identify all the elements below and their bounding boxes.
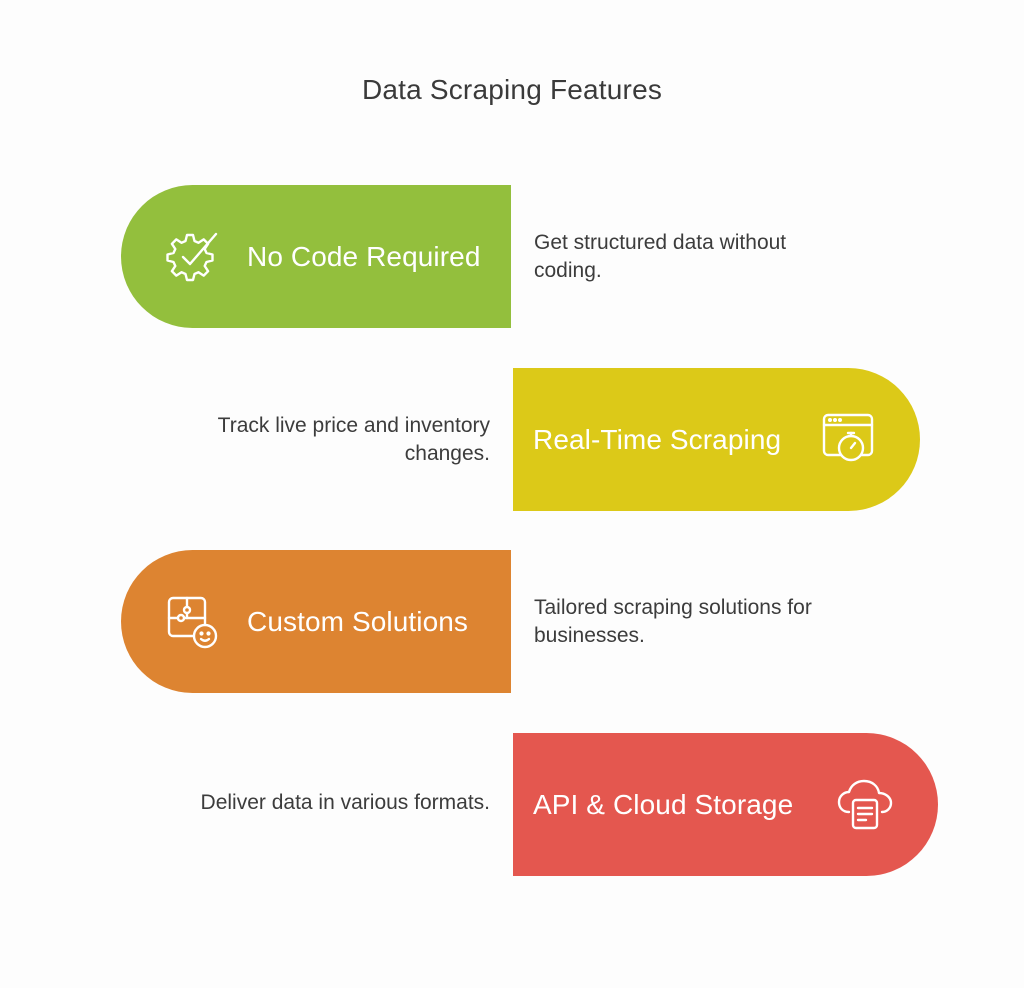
feature-row-api-cloud: Deliver data in various formats. API & C… [0,733,1024,876]
feature-row-custom: Custom Solutions Tailored scraping solut… [0,550,1024,693]
feature-row-real-time: Track live price and inventory changes. … [0,368,1024,511]
feature-pill-real-time: Real-Time Scraping [513,368,920,511]
feature-row-no-code: No Code Required Get structured data wit… [0,185,1024,328]
feature-label: Real-Time Scraping [533,423,782,455]
feature-description: Tailored scraping solutions for business… [534,596,812,647]
feature-label: API & Cloud Storage [533,788,794,820]
cloud-document-icon [835,774,895,834]
gear-check-icon [163,227,223,287]
feature-description: Deliver data in various formats. [200,791,490,814]
feature-description: Get structured data without coding. [534,231,787,282]
browser-stopwatch-icon [818,409,878,469]
puzzle-face-icon [163,592,223,652]
feature-description: Track live price and inventory changes. [217,414,490,465]
feature-pill-custom: Custom Solutions [121,550,511,693]
feature-label: No Code Required [247,240,481,272]
feature-pill-no-code: No Code Required [121,185,511,328]
feature-pill-api-cloud: API & Cloud Storage [513,733,938,876]
feature-label: Custom Solutions [247,605,469,637]
page-title: Data Scraping Features [361,74,663,105]
